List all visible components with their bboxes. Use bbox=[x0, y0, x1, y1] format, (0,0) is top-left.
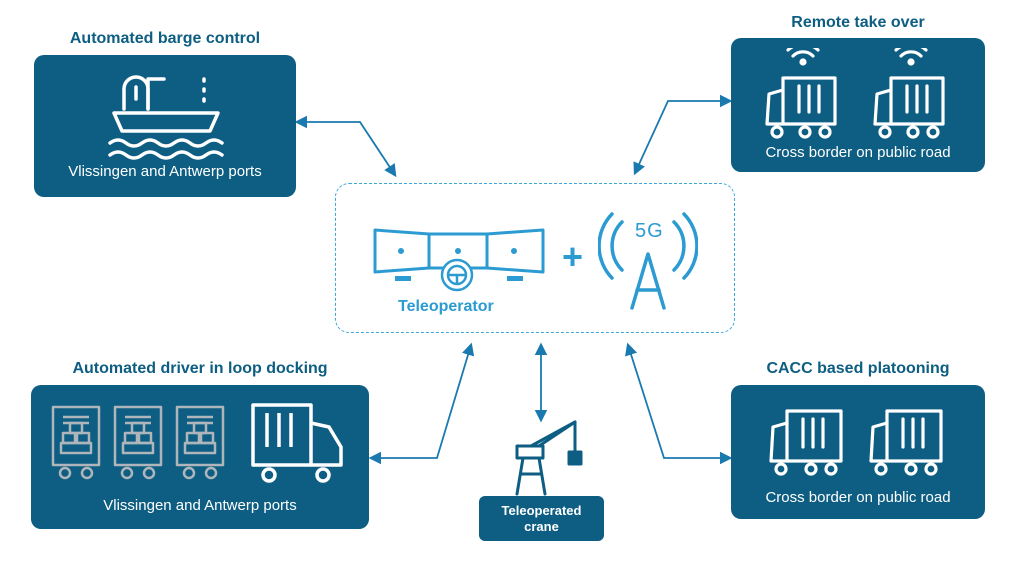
teleoperator-label: Teleoperator bbox=[398, 298, 494, 315]
remote-box: Cross border on public road bbox=[731, 38, 985, 172]
barge-icon bbox=[108, 75, 224, 160]
remote-caption: Cross border on public road bbox=[765, 144, 951, 161]
platoon-box: Cross border on public road bbox=[731, 385, 985, 519]
crane-box: Teleoperated crane bbox=[479, 496, 604, 541]
arrow-platoon-hub bbox=[625, 342, 733, 465]
remote-title: Remote take over bbox=[791, 14, 925, 31]
barge-box: Vlissingen and Antwerp ports bbox=[34, 55, 296, 197]
arrow-remote-hub bbox=[633, 94, 733, 176]
docking-title: Automated driver in loop docking bbox=[72, 360, 328, 377]
platoon-title: CACC based platooning bbox=[766, 360, 950, 377]
platoon-caption: Cross border on public road bbox=[765, 489, 951, 506]
truck-wireless-icon bbox=[765, 48, 945, 139]
docking-box: Vlissingen and Antwerp ports bbox=[31, 385, 369, 529]
steering-wheel-icon bbox=[440, 258, 474, 292]
barge-title: Automated barge control bbox=[69, 30, 261, 47]
arrow-barge-hub bbox=[294, 115, 397, 178]
barge-caption: Vlissingen and Antwerp ports bbox=[68, 163, 262, 180]
antenna-5g-icon bbox=[598, 212, 698, 310]
arrow-docking-hub bbox=[368, 342, 475, 465]
monitor-array-icon bbox=[373, 228, 545, 281]
network-5g-label: 5G bbox=[635, 220, 664, 242]
crane-label-line2: crane bbox=[524, 518, 559, 534]
crane-icon bbox=[515, 420, 583, 496]
plus-sign: + bbox=[562, 236, 584, 277]
truck-icon bbox=[769, 409, 943, 476]
docking-caption: Vlissingen and Antwerp ports bbox=[103, 497, 297, 514]
teleoperator-hub: Teleoperator + 5G bbox=[335, 183, 735, 333]
crane-label-line1: Teleoperated bbox=[501, 502, 582, 518]
truck-cargo-icon bbox=[51, 403, 343, 483]
